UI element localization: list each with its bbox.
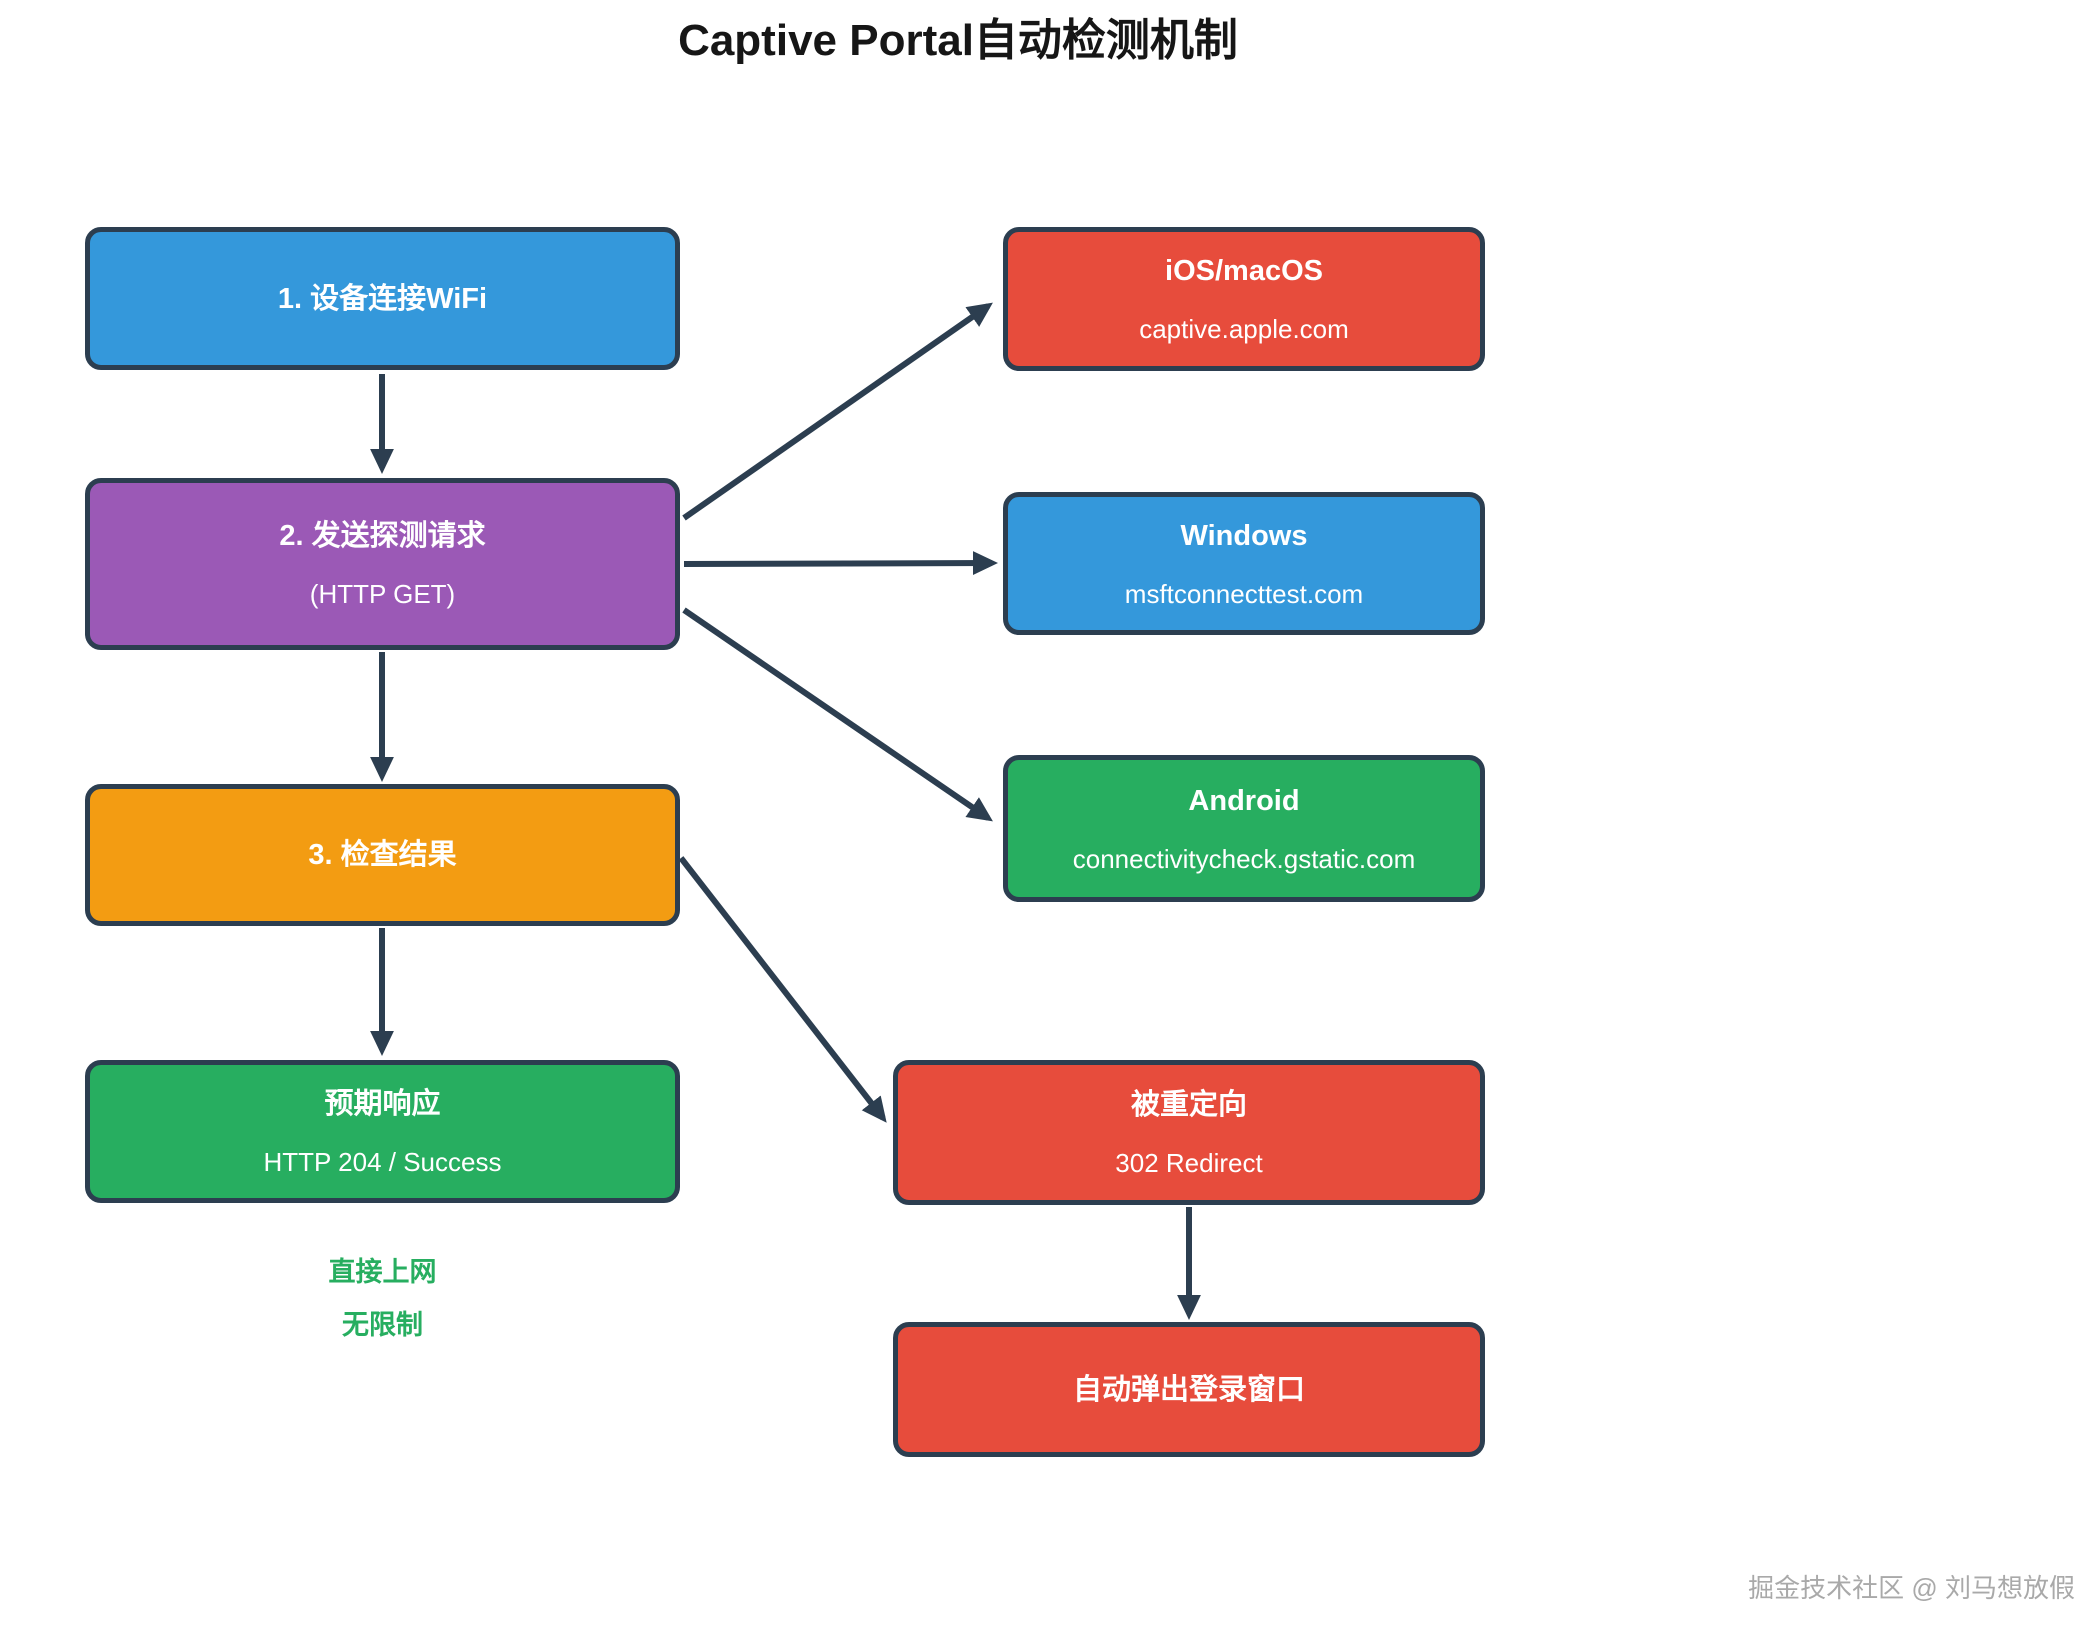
node-login-popup-title: 自动弹出登录窗口: [1072, 1373, 1305, 1406]
node-expected-response: 预期响应 HTTP 204 / Success: [85, 1060, 680, 1203]
node-step2-send-probe: 2. 发送探测请求 (HTTP GET): [85, 478, 680, 650]
node-step2-title: 2. 发送探测请求: [279, 520, 486, 552]
node-login-popup: 自动弹出登录窗口: [893, 1322, 1485, 1457]
node-expected-title: 预期响应: [324, 1087, 441, 1120]
node-windows: Windows msftconnecttest.com: [1003, 492, 1485, 635]
node-ios-macos: iOS/macOS captive.apple.com: [1003, 227, 1485, 371]
node-redirected-subtitle: 302 Redirect: [1115, 1147, 1263, 1178]
note-direct-internet: 直接上网: [328, 1257, 437, 1287]
node-android: Android connectivitycheck.gstatic.com: [1003, 755, 1485, 902]
node-step1-connect-wifi: 1. 设备连接WiFi: [85, 227, 680, 370]
arrow-step3-to-redirected: [678, 856, 887, 1123]
node-step2-subtitle: (HTTP GET): [309, 579, 456, 609]
node-redirected: 被重定向 302 Redirect: [893, 1060, 1485, 1205]
node-redirected-title: 被重定向: [1130, 1088, 1247, 1121]
note-no-limit: 无限制: [342, 1310, 423, 1340]
node-android-title: Android: [1188, 784, 1300, 817]
arrow-step2-to-windows: [683, 551, 998, 576]
node-step3-title: 3. 检查结果: [308, 839, 457, 871]
node-step3-check-result: 3. 检查结果: [85, 784, 680, 926]
diagram-title: Captive Portal自动检测机制: [678, 16, 1238, 65]
node-ios-subtitle: captive.apple.com: [1139, 314, 1349, 344]
arrow-step2-to-android: [682, 607, 993, 822]
watermark: 掘金技术社区 @ 刘马想放假: [1748, 1573, 2075, 1603]
node-ios-title: iOS/macOS: [1165, 255, 1323, 287]
node-step1-title: 1. 设备连接WiFi: [277, 282, 488, 315]
node-expected-subtitle: HTTP 204 / Success: [263, 1146, 502, 1177]
node-windows-title: Windows: [1180, 519, 1308, 552]
node-windows-subtitle: msftconnecttest.com: [1124, 578, 1364, 609]
node-android-subtitle: connectivitycheck.gstatic.com: [1072, 843, 1416, 874]
arrow-step2-to-ios: [682, 302, 993, 521]
